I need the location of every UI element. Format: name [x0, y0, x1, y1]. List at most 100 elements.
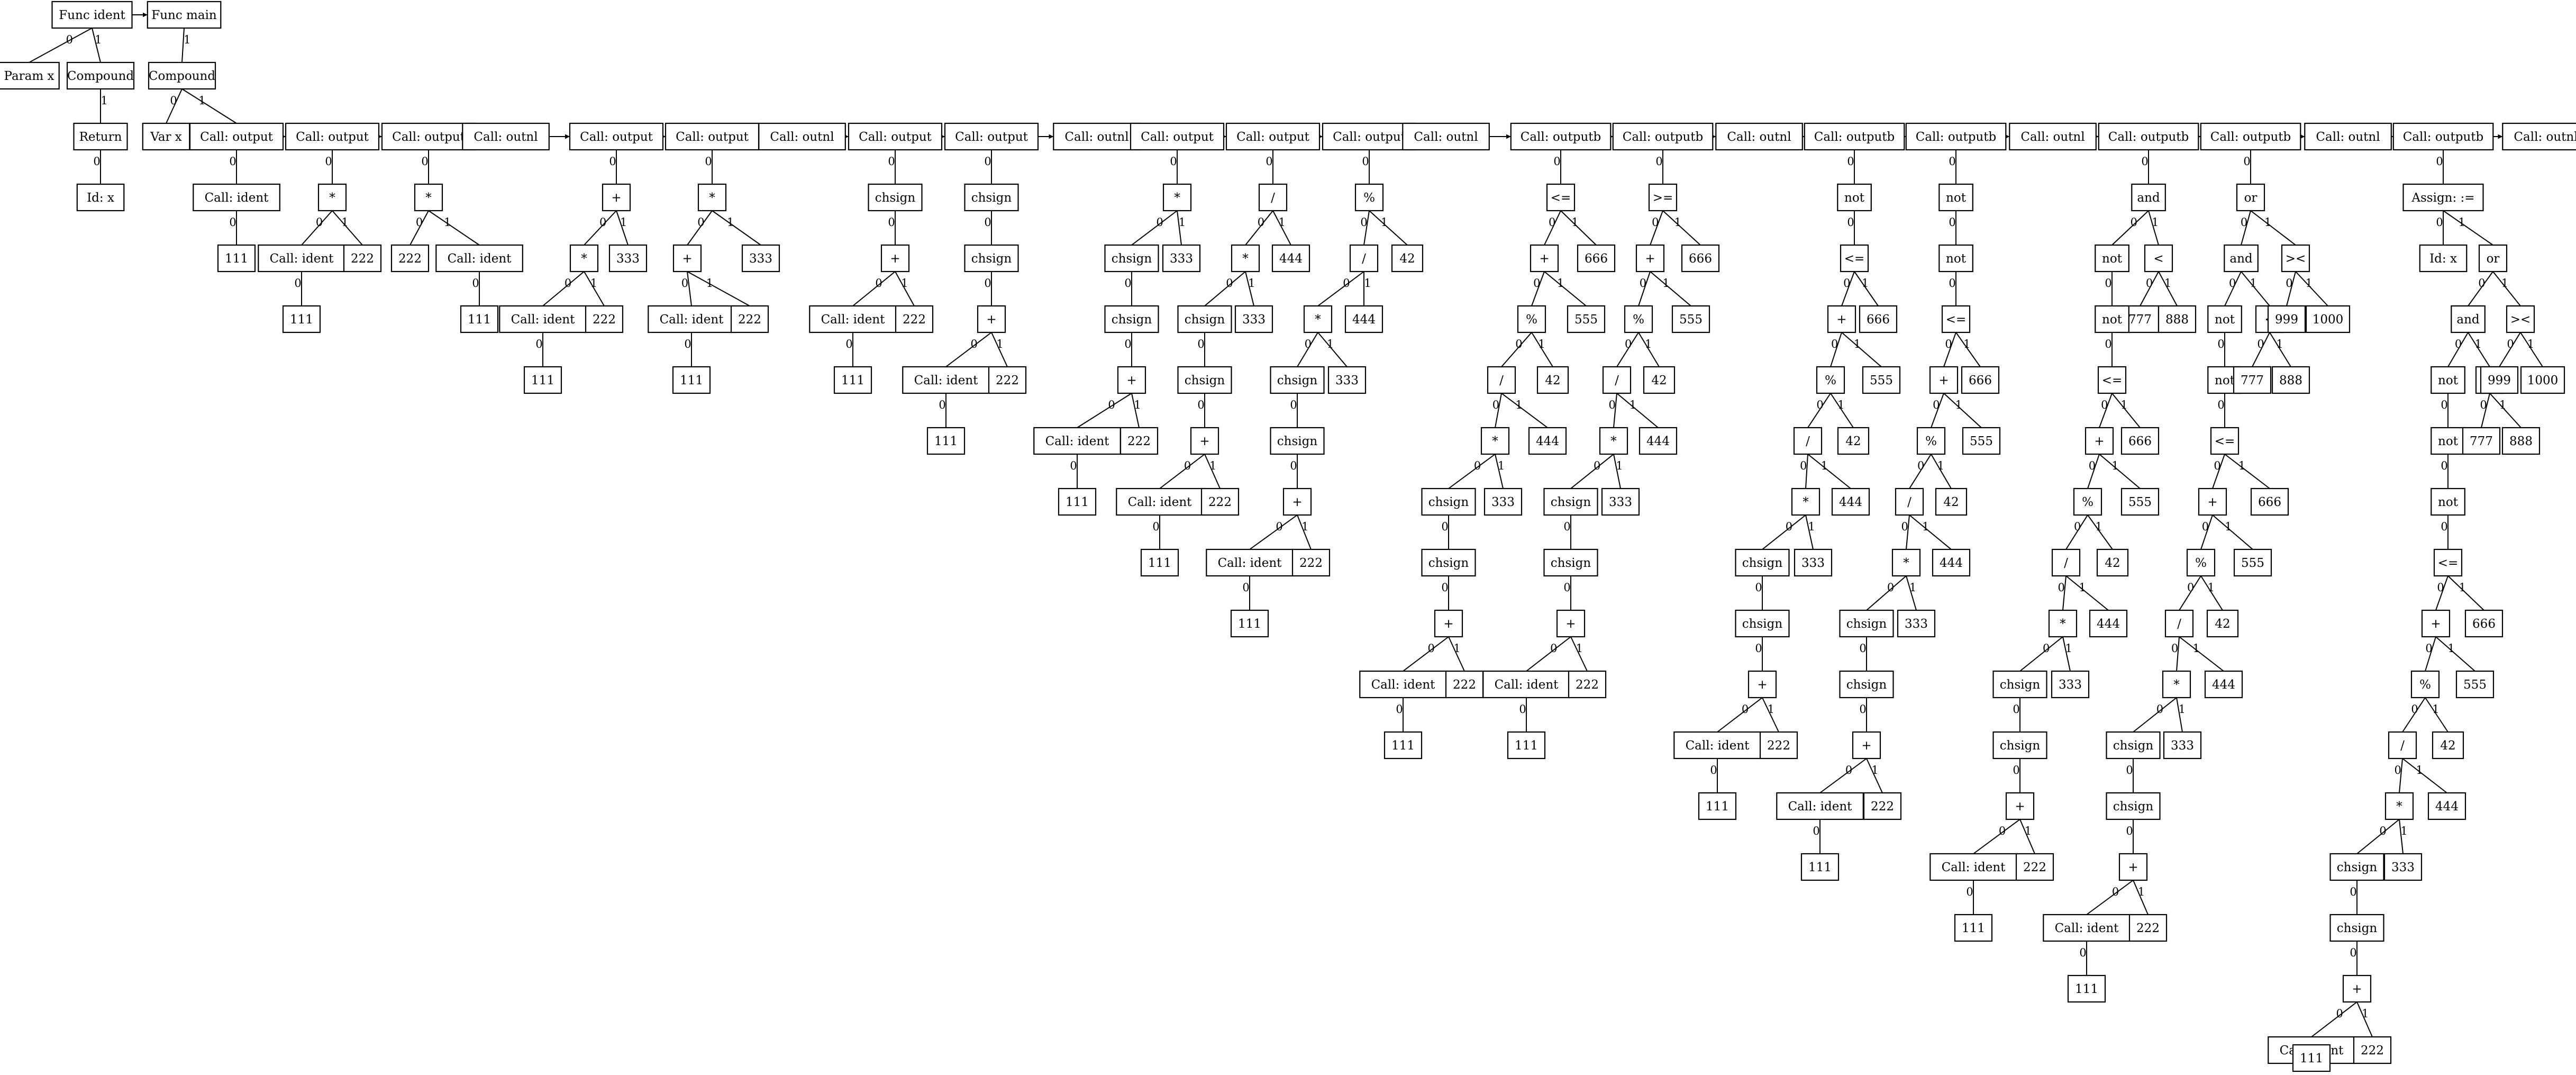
node-box: [569, 122, 664, 151]
edge-index-label: 0: [2079, 946, 2086, 959]
node-box: [2198, 487, 2227, 516]
edge-index-label: 0: [1917, 459, 1924, 472]
tree-edge: [1906, 575, 1917, 611]
tree-edge: [1245, 210, 1273, 246]
node-box: [1639, 427, 1678, 455]
node-l3: 666: [1577, 244, 1616, 273]
edge-index-label: 0: [2202, 520, 2209, 533]
node-k10: Call: ident: [1206, 548, 1294, 577]
edge-index-label: 0: [1655, 155, 1662, 168]
node-label: 42: [1545, 374, 1560, 387]
node-box: [1992, 670, 2047, 699]
tree-edge: [1403, 636, 1449, 672]
node-box: [1190, 427, 1219, 455]
edge-index-label: 1: [1821, 459, 1828, 472]
edge-index-label: 1: [1576, 642, 1583, 655]
tree-edge: [687, 210, 713, 246]
edge-index-label: 0: [1550, 642, 1557, 655]
node-label: <=: [1551, 191, 1571, 205]
edge-index-label: 1: [1381, 216, 1388, 229]
node-label: Call: output: [955, 130, 1028, 144]
edge-index-label: 0: [1742, 703, 1749, 716]
node-label: chsign: [1428, 556, 1469, 570]
node-n16: 222: [1759, 731, 1798, 760]
tree-edge: [1830, 393, 1854, 428]
node-l5: 555: [1567, 305, 1606, 333]
edge-index-label: 0: [2101, 399, 2108, 411]
node-box: [1206, 548, 1294, 577]
node-label: Call: outnl: [474, 130, 538, 144]
node-box: [1162, 183, 1192, 212]
node-l9: 444: [1528, 427, 1567, 455]
node-box: [1715, 122, 1803, 151]
node-box: [1117, 366, 1146, 394]
node-l4: %: [1517, 305, 1546, 333]
node-box: [1162, 244, 1201, 273]
edge-index-label: 0: [2214, 459, 2220, 472]
node-label: not: [2102, 313, 2123, 327]
node-l15: 222: [1445, 670, 1484, 699]
tree-edge: [1819, 758, 1867, 793]
node-box: [1119, 427, 1159, 455]
node-k7: 333: [1327, 366, 1367, 394]
tree-edge: [1245, 271, 1254, 306]
node-box: [1671, 305, 1710, 333]
tree-edge: [1544, 271, 1587, 306]
node-p13: 42: [2096, 548, 2129, 577]
tree-edge: [1177, 210, 1182, 246]
node-f5: 222: [730, 305, 769, 333]
node-f2: +: [672, 244, 702, 273]
node-label: Call: output: [580, 130, 653, 144]
tree-edge: [1613, 454, 1621, 489]
tree-edge: [1638, 271, 1651, 306]
node-box: [1599, 427, 1628, 455]
node-c16: Call: outputb: [1612, 122, 1714, 151]
node-n17: 111: [1698, 792, 1737, 820]
tree-edge: [584, 271, 605, 306]
node-label: 333: [616, 252, 640, 266]
node-box: [977, 305, 1006, 333]
tree-edge: [2158, 271, 2178, 306]
node-box: [2329, 853, 2384, 881]
node-box: [0, 61, 60, 90]
node-box: [1556, 609, 1586, 638]
node-box: [1543, 487, 1598, 516]
node-p17: 333: [2051, 670, 2090, 699]
node-box: [1130, 122, 1225, 151]
node-g4: 222: [895, 305, 934, 333]
node-label: +: [682, 252, 692, 266]
node-box: [1992, 731, 2047, 760]
edge-index-label: 1: [1279, 216, 1286, 229]
node-box: [809, 305, 897, 333]
edge-index-label: 0: [2141, 155, 2148, 168]
edge-index-label: 0: [1553, 155, 1560, 168]
edge-index-label: 0: [2507, 338, 2514, 350]
node-g1: chsign: [868, 183, 923, 212]
node-box: [1800, 853, 1840, 881]
node-c3: Call: output: [381, 122, 476, 151]
node-label: %: [1825, 374, 1836, 387]
node-label: or: [2244, 191, 2258, 205]
edge-index-label: 1: [2238, 459, 2245, 472]
node-g2: +: [880, 244, 910, 273]
node-label: +: [2431, 617, 2441, 631]
tree-edge: [2399, 758, 2403, 793]
node-b2: Call: ident: [258, 244, 345, 273]
node-box: [1735, 548, 1790, 577]
node-label: +: [1645, 252, 1655, 266]
node-label: Call: ident: [1495, 678, 1559, 692]
node-label: Call: ident: [205, 191, 269, 205]
node-c15: Call: outputb: [1510, 122, 1612, 151]
node-p15: 444: [2089, 609, 2128, 638]
tree-edge: [1909, 514, 1952, 550]
edge-index-label: 0: [2229, 277, 2236, 290]
node-box: [1231, 244, 1260, 273]
node-label: <: [2153, 252, 2163, 266]
node-n5: %: [1816, 366, 1845, 394]
node-p5: 888: [2158, 305, 2197, 333]
node-box: [2421, 609, 2451, 638]
node-box: [1282, 487, 1312, 516]
node-q7: 1000: [2305, 305, 2351, 333]
node-m12: chsign: [1543, 548, 1598, 577]
node-i7: 222: [1119, 427, 1159, 455]
